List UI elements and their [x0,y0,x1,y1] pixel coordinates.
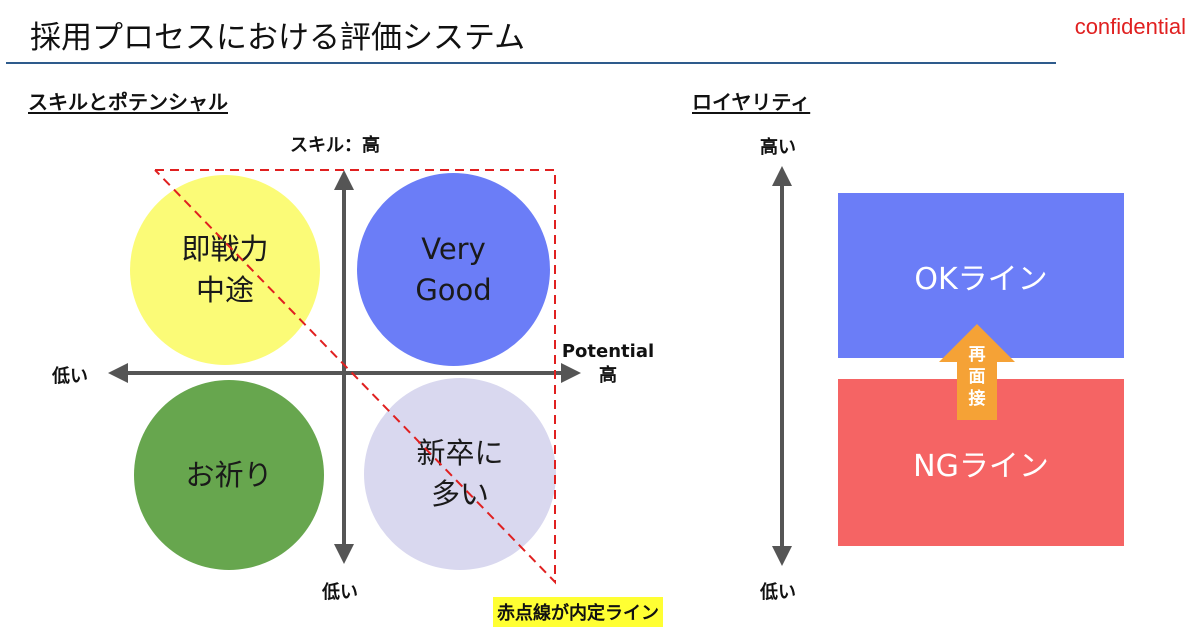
reinterview-char: 再 [968,345,986,365]
title-divider [6,62,1056,64]
acceptance-line-note: 赤点線が内定ライン [493,597,663,627]
confidential-label: confidential [1074,14,1186,39]
quadrant-label-line1: お祈り [185,457,273,492]
quadrant-circle-rejected: お祈り [134,380,324,570]
loyalty-high-label: 高い [760,137,796,158]
skill-potential-heading: スキルとポテンシャル [28,90,228,114]
potential-axis-right-label: Potential 高 [558,340,658,388]
potential-label: Potential [561,341,655,362]
acceptance-line [154,169,556,585]
ng-line-label: NGライン [913,448,1049,484]
reinterview-char: 接 [968,389,986,409]
potential-axis-left-label: 低い [52,366,88,387]
reinterview-arrow-icon [939,324,1015,420]
quadrant-label-line1: 即戦力 [181,232,269,267]
skill-axis-bottom-label: 低い [322,582,358,603]
skill-axis-top-label: スキル：高 [290,135,380,156]
loyalty-low-label: 低い [760,582,796,603]
page-title: 採用プロセスにおける評価システム [30,20,526,56]
ok-line-label: OKライン [914,261,1048,297]
quadrant-label-line2: Good [415,272,492,307]
reinterview-label: 再 面 接 [962,344,992,410]
quadrant-label-line1: Very [421,231,486,266]
potential-high-label: 高 [599,365,617,386]
quadrant-label-line2: 中途 [195,273,254,307]
quadrant-circle-experienced: 即戦力中途 [130,175,320,365]
loyalty-heading: ロイヤリティ [692,90,811,114]
quadrant-circle-new-graduate: 新卒に多い [364,378,556,570]
reinterview-char: 面 [968,367,986,387]
